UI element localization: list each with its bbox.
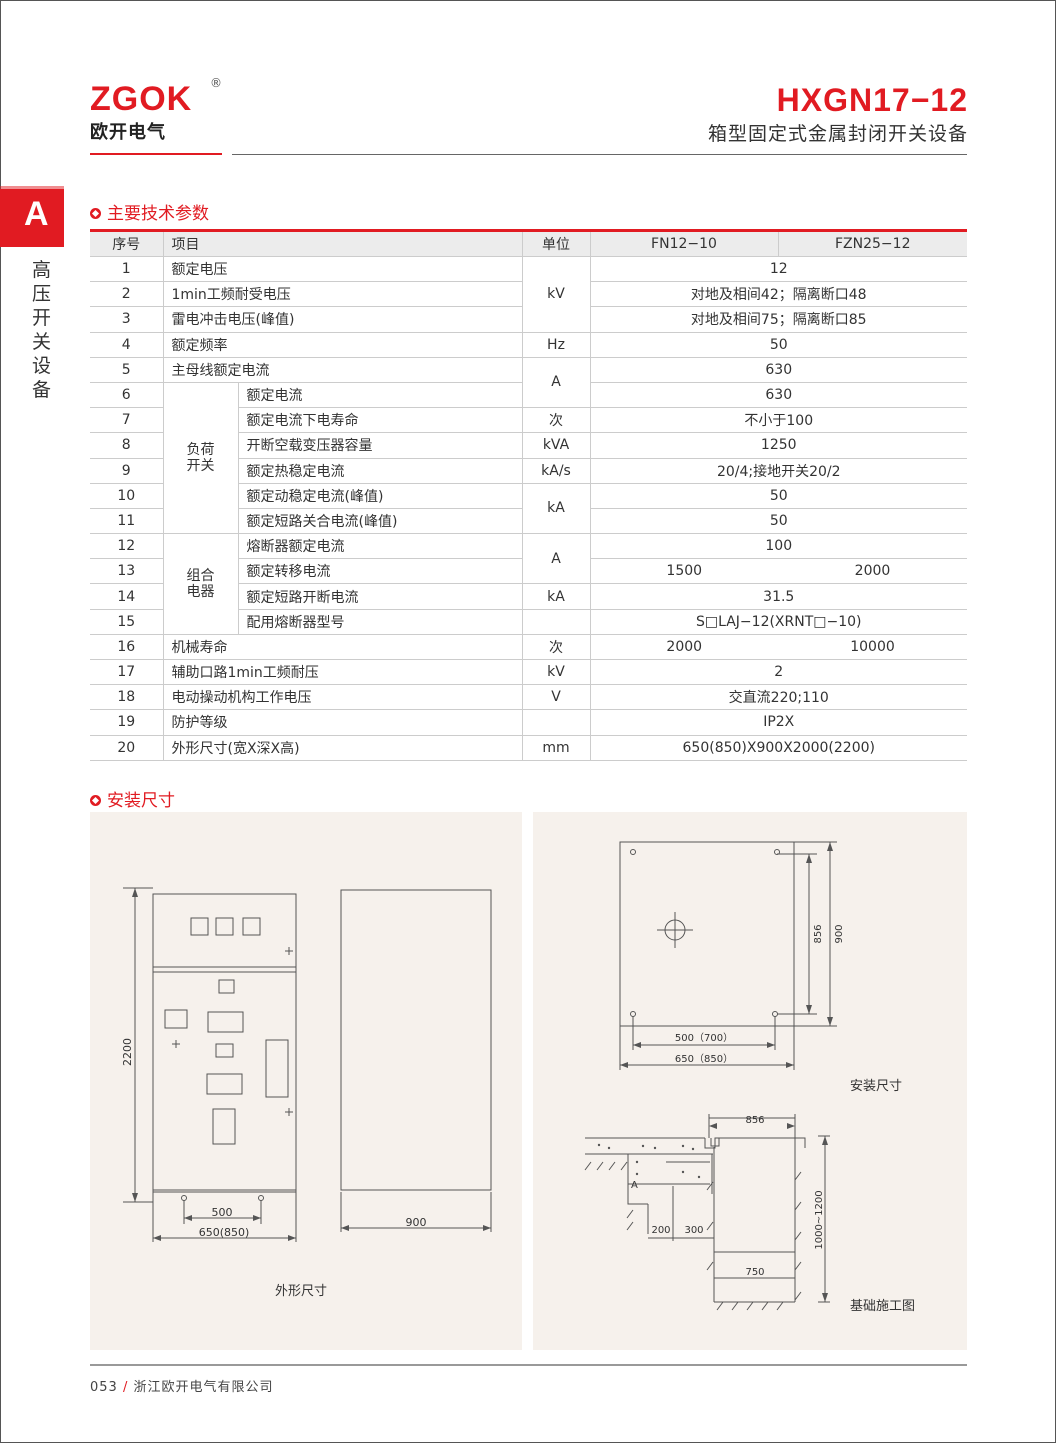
dim-mount-900: 900 <box>834 924 845 943</box>
section-bullet-icon <box>90 795 101 806</box>
mounting-drawing: 856 900 500（700） 650（850） 856 1000~1200 … <box>584 841 845 1311</box>
dim-mount-500: 500（700） <box>675 1032 733 1044</box>
logo-underline <box>90 153 222 155</box>
outline-drawing-panel: 2200 500 650(850) 900 外形尺寸 <box>90 812 522 1350</box>
section-category: 高压开关设备 <box>32 259 52 401</box>
footer-separator: / <box>122 1380 129 1395</box>
dim-found-depth: 1000~1200 <box>814 1190 825 1249</box>
product-subtitle: 箱型固定式金属封闭开关设备 <box>707 123 968 145</box>
company-name: 浙江欧开电气有限公司 <box>133 1380 274 1395</box>
dim-found-750: 750 <box>745 1267 764 1278</box>
dim-mount-650: 650（850） <box>675 1053 733 1065</box>
table-row: 6 负荷 开关 额定电流 630 <box>90 382 967 535</box>
dim-found-200: 200 <box>651 1225 670 1236</box>
dim-found-856: 856 <box>745 1115 764 1126</box>
foundation-caption: 基础施工图 <box>850 1299 916 1314</box>
install-section-title: 安装尺寸 <box>90 786 175 811</box>
section-bullet-icon <box>90 208 101 219</box>
specs-section-title: 主要技术参数 <box>90 199 209 224</box>
outline-drawing: 2200 500 650(850) 900 <box>121 887 492 1242</box>
registered-mark: ® <box>210 76 222 90</box>
dim-depth-label: 900 <box>406 1216 427 1229</box>
mount-caption: 安装尺寸 <box>850 1079 903 1094</box>
product-model: HXGN17−12 <box>776 82 968 118</box>
dim-found-300: 300 <box>684 1225 703 1236</box>
header-divider <box>232 154 967 155</box>
dim-height-label: 2200 <box>121 1038 134 1066</box>
side-tab-accent <box>0 186 64 189</box>
mounting-drawing-panel: 856 900 500（700） 650（850） 856 1000~1200 … <box>533 812 967 1350</box>
footer: 053 / 浙江欧开电气有限公司 <box>90 1376 274 1395</box>
group-combo: 组合 电器 <box>162 533 238 635</box>
page-number: 053 <box>90 1380 118 1395</box>
footer-divider <box>90 1364 967 1366</box>
dim-base-width-label: 500 <box>212 1206 233 1219</box>
outline-caption: 外形尺寸 <box>275 1284 328 1299</box>
dim-width-label: 650(850) <box>199 1226 250 1239</box>
section-tab-letter: A <box>24 195 49 233</box>
brand-cn-name: 欧开电气 <box>90 122 166 143</box>
group-load-switch: 负荷 开关 <box>162 382 238 535</box>
section-mark-a: A <box>631 1180 638 1191</box>
brand-logo: ZGOK ® 欧开电气 <box>90 76 222 144</box>
table-header-row: 序号 项目 单位 FN12−10 FZN25−12 <box>90 229 967 257</box>
section-tab: A <box>0 189 64 247</box>
dim-mount-856: 856 <box>813 924 824 943</box>
brand-name: ZGOK <box>90 80 193 118</box>
